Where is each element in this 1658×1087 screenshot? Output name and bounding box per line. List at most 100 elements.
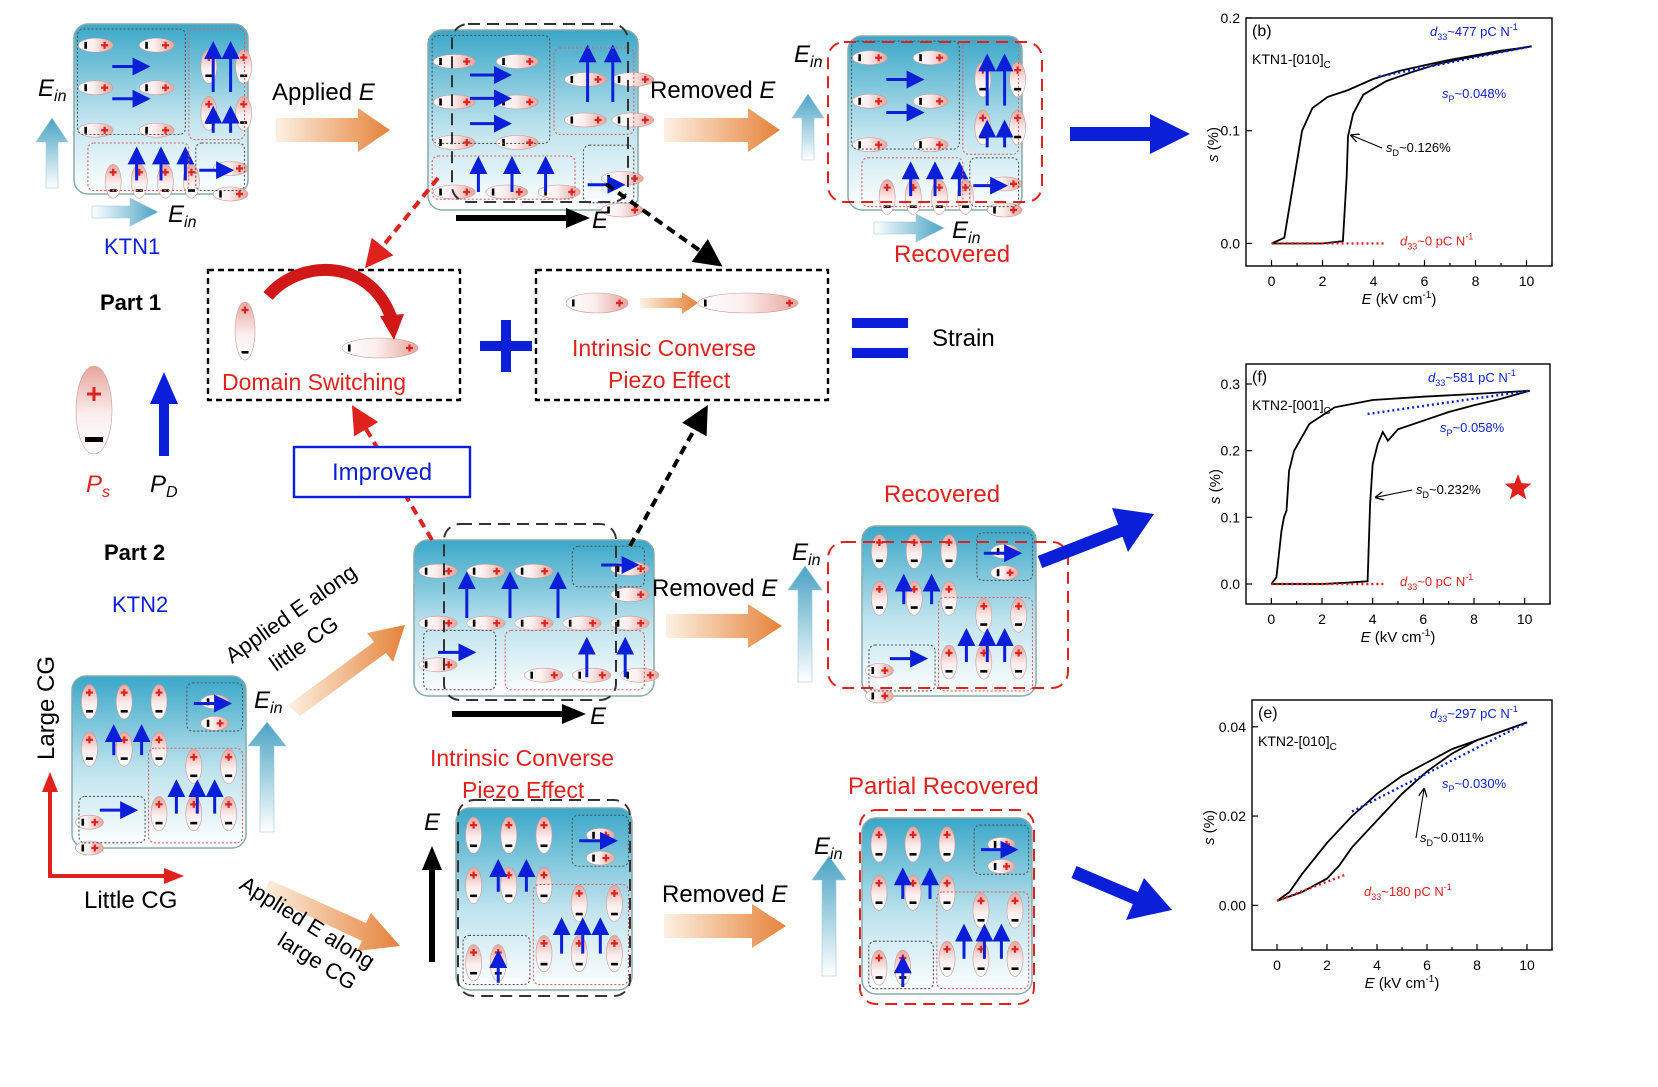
dipole-vertical — [940, 534, 958, 569]
dipole-vertical — [234, 301, 256, 361]
removed-e-arrow-3 — [664, 904, 786, 948]
domain-region — [861, 157, 964, 208]
dipole-horizontal — [432, 135, 476, 150]
dipole-vertical — [465, 816, 482, 854]
x-tick-label: 4 — [1369, 611, 1377, 627]
dipole-vertical — [235, 95, 252, 131]
dipole-vertical — [500, 866, 518, 904]
dipole-vertical — [972, 940, 990, 977]
strain-outline — [457, 799, 631, 997]
y-tick-label: 0.0 — [1221, 235, 1241, 251]
dipole-vertical — [1009, 61, 1026, 98]
ein-label-ktn2: Ein — [254, 687, 283, 717]
ktn1-initial-crystal — [73, 23, 252, 202]
panel-label: (b) — [1252, 23, 1272, 40]
recovered-crystal-2 — [827, 525, 1069, 704]
dipole-vertical — [870, 826, 888, 863]
strain-outline — [859, 809, 1035, 1005]
removed-e-label-2: Removed E — [652, 575, 778, 602]
sample-label: KTN2-[001]C — [1252, 397, 1331, 417]
result-arrows — [1037, 114, 1190, 920]
ein-label-partial: Ein — [814, 833, 843, 863]
sd-annotation: sD~0.011% — [1420, 830, 1484, 848]
strain-curve — [1271, 389, 1530, 585]
x-tick-label: 6 — [1419, 611, 1427, 627]
dipole-vertical — [220, 748, 237, 784]
dipole-vertical — [940, 580, 958, 616]
mechanism-dipoles — [75, 292, 799, 456]
d33-low-annotation: d33~180 pC N-1 — [1364, 882, 1452, 902]
x-tick-label: 10 — [1519, 273, 1535, 289]
dipole-horizontal — [75, 814, 104, 830]
ein-up-arrow-partial — [811, 855, 847, 977]
dipole-vertical — [465, 866, 482, 904]
y-axis-label: s (%) — [1207, 469, 1224, 504]
icpe-label-3: Intrinsic Converse — [430, 745, 614, 771]
dipole-vertical — [570, 885, 588, 923]
d33-low-annotation: d33~0 pC N-1 — [1400, 572, 1473, 592]
dipole-vertical — [1009, 109, 1026, 146]
sd-annotation: sD~0.232% — [1416, 482, 1481, 500]
growth-arrow — [640, 292, 698, 314]
dipole-vertical — [150, 684, 168, 720]
domain-region — [186, 682, 244, 732]
icpe-label-2: Piezo Effect — [608, 367, 731, 393]
dipole-vertical — [115, 731, 133, 767]
y-tick-label: 0.2 — [1221, 10, 1241, 26]
strain-curve — [1271, 45, 1532, 245]
dipole-horizontal — [485, 184, 529, 200]
dipole-horizontal — [912, 137, 949, 153]
e-label-3: E — [424, 809, 441, 836]
domain-region — [188, 28, 246, 141]
dipole-horizontal — [565, 292, 629, 314]
dipole-horizontal — [78, 37, 114, 53]
dipole-horizontal — [912, 93, 949, 109]
domain-region — [969, 157, 1020, 208]
ein-label-ktn1-right: Ein — [168, 201, 197, 231]
dipole-vertical — [878, 179, 896, 215]
removed-e-label-3: Removed E — [662, 881, 788, 908]
dipole-vertical — [904, 826, 922, 863]
sp-annotation: sP~0.058% — [1440, 420, 1505, 438]
domain-region — [195, 142, 246, 192]
x-tick-label: 2 — [1318, 611, 1326, 627]
dipole-vertical — [115, 684, 133, 720]
dipole-horizontal — [418, 615, 458, 631]
dipole-horizontal — [912, 50, 949, 66]
y-tick-label: 0.02 — [1219, 808, 1246, 824]
dipole-horizontal — [572, 667, 612, 683]
dipole-vertical — [150, 796, 168, 832]
dipole-horizontal — [852, 93, 888, 109]
strain-outline — [451, 23, 629, 203]
ein-label-recovered-right: Ein — [952, 217, 981, 247]
dipole-horizontal — [418, 563, 458, 579]
sp-annotation: sP~0.030% — [1442, 776, 1507, 794]
dipole-horizontal — [212, 186, 249, 202]
d33-high-annotation: d33~581 pC N-1 — [1428, 368, 1516, 388]
strain-curve — [1271, 45, 1532, 245]
dipole-vertical — [130, 163, 148, 199]
sd-annotation: sD~0.126% — [1386, 140, 1451, 158]
domain-region — [78, 795, 146, 844]
applied-field-arrows — [422, 208, 590, 962]
x-tick-label: 2 — [1323, 957, 1331, 973]
dipole-horizontal — [697, 292, 799, 314]
partial-recovered-crystal — [859, 809, 1035, 1005]
applied-e-label: Applied E — [272, 79, 376, 106]
part1-label: Part 1 — [100, 290, 161, 315]
dipole-horizontal — [564, 112, 607, 128]
plus-sign — [480, 320, 532, 372]
dipole-horizontal — [78, 122, 114, 138]
dipole-horizontal — [418, 657, 458, 673]
fit-line-high — [1367, 389, 1530, 416]
y-tick-label: 0.1 — [1221, 123, 1241, 139]
dipole-horizontal — [138, 122, 175, 138]
dipole-horizontal — [585, 850, 615, 866]
applied-field-crystal — [427, 23, 655, 218]
strain-curve — [1276, 721, 1528, 902]
dipole-horizontal — [610, 615, 650, 631]
dipole-vertical — [904, 874, 922, 911]
dipole-horizontal — [78, 80, 114, 96]
y-tick-label: 0.3 — [1221, 376, 1241, 392]
